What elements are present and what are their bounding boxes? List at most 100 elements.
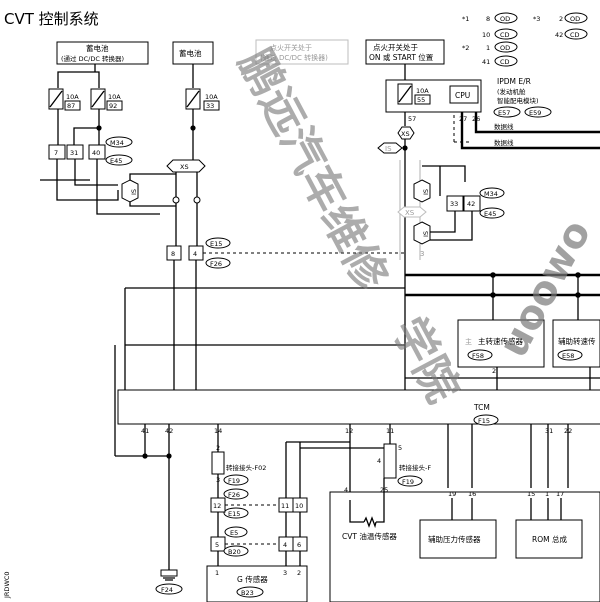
wire-11-10-feed — [285, 441, 390, 498]
conn-e5-label: E5 — [230, 529, 238, 537]
wire-41-42 — [144, 424, 170, 570]
conn-f15-label: F15 — [478, 417, 490, 425]
conn-e15-top-label: E15 — [210, 240, 222, 248]
primary-speed-sensor-label: 主转速传感器 — [478, 336, 523, 346]
watermark-text-1: 鹏远汽车维修 — [228, 41, 397, 299]
xs-tag-right-label: XS — [405, 209, 415, 217]
battery-dcdc-sub: (通过 DC/DC 转换器) — [61, 54, 124, 63]
pin-5-joint: 5 — [398, 444, 402, 452]
legend: *1 8 OD *3 2 OD 10 CD 42 CD *2 1 OD 41 C… — [462, 12, 588, 67]
fuse-55-amp: 10A — [416, 87, 429, 95]
ignition-label-2: ON 或 START 位置 — [369, 52, 434, 62]
conn-f26-low-label: F26 — [228, 491, 240, 499]
legend-num-6: 41 — [482, 58, 490, 66]
conn-f26-top — [205, 257, 231, 269]
conn-f15 — [473, 414, 499, 426]
wire-right-loop — [422, 165, 466, 196]
legend-ellipse-5 — [494, 41, 518, 53]
is-tag-left-label: IS — [130, 189, 138, 195]
pin-11-low: 11 — [281, 502, 289, 510]
pin-1-g: 1 — [215, 569, 219, 577]
pin-4-low: 4 — [283, 541, 287, 549]
legend-code-5: OD — [500, 44, 510, 52]
conn-e45-left-label: E45 — [110, 157, 122, 165]
aux-pressure-label: 辅助压力传感器 — [428, 534, 481, 544]
legend-num-1: 8 — [486, 15, 490, 23]
battery-label: 蓄电池 — [179, 48, 202, 58]
is-tag-right2 — [413, 221, 431, 245]
xs-tag-right — [397, 206, 427, 218]
junction-fuse33 — [190, 125, 196, 131]
fuse-87-no-box — [64, 100, 81, 111]
legend-star-5: *2 — [462, 44, 469, 52]
pin-57: 57 — [408, 115, 416, 123]
xs-tag-left — [166, 159, 206, 173]
wire-misc-left — [40, 179, 160, 215]
pin-4-joint: 4 — [377, 457, 381, 465]
conn-f19-right — [397, 475, 423, 487]
side-code: JRDWC0 — [3, 571, 11, 599]
pin-8: 8 — [171, 250, 175, 258]
conn-f19-left — [223, 474, 249, 486]
oil-temp-resistor — [363, 516, 377, 529]
tcm-box — [117, 389, 600, 425]
xs-tag-ipdm — [397, 126, 415, 140]
wire-bat-dcdc-split — [57, 64, 100, 88]
joint-f02-box — [211, 451, 225, 475]
joint-f-box — [383, 443, 397, 479]
ipdm-label-3: 智能配电模块) — [497, 96, 539, 105]
pin-12: 12 — [345, 427, 353, 435]
conn-b20-label: B20 — [228, 548, 241, 556]
legend-num-2: 2 — [559, 15, 563, 23]
pin-31: 31 — [70, 149, 78, 157]
joint-f02-label: 转接接头-F02 — [226, 463, 266, 472]
legend-code-6: CD — [500, 58, 510, 66]
ipdm-conn-e59 — [524, 106, 552, 118]
conn-f24 — [155, 583, 183, 595]
fuse-55-no: 55 — [417, 96, 425, 104]
legend-ellipse-1 — [494, 12, 518, 24]
wire-4-6-down — [285, 551, 301, 566]
fuse-87: 10A 87 — [48, 88, 81, 111]
ground-lines — [163, 577, 175, 581]
conn-e15-top — [205, 237, 231, 249]
legend-star-2: *3 — [533, 15, 540, 23]
conn-m34-right — [479, 187, 505, 199]
fuse-87-amp: 10A — [66, 93, 79, 101]
pin-7: 7 — [54, 149, 58, 157]
conn-e58-label: E58 — [562, 352, 574, 360]
pin-19: 19 — [448, 490, 456, 498]
pin-6-low: 6 — [297, 541, 301, 549]
fuse-33: 10A 33 — [185, 88, 220, 111]
pin-5-low: 5 — [215, 541, 219, 549]
wire-33-42-down — [430, 211, 473, 241]
data-line-label-1: 数据线 — [494, 122, 514, 131]
conn-f19-left-label: F19 — [228, 477, 240, 485]
fuse-92: 10A 92 — [90, 88, 123, 111]
rom-label: ROM 总成 — [532, 534, 567, 544]
wire-11-10-down — [285, 512, 301, 537]
fuse-33-amp: 10A — [205, 93, 218, 101]
is-tag-right1-label: IS — [422, 189, 430, 195]
ipdm-conn-e57 — [493, 106, 521, 118]
pin-40: 40 — [92, 149, 100, 157]
battery-dcdc-label: 蓄电池 — [86, 43, 109, 53]
pin-4: 4 — [193, 250, 197, 258]
wire-oil-temp — [349, 478, 385, 523]
ghost-source-l2: (通过 DC/DC 转换器) — [260, 53, 328, 62]
aux-speed-sensor-label: 辅助转速传 — [558, 336, 596, 346]
wire-12-11-down — [349, 424, 391, 500]
junction-open-197 — [193, 196, 201, 204]
conn-e15-low-label: E15 — [228, 510, 240, 518]
fuse-92-amp: 10A — [108, 93, 121, 101]
legend-num-4: 42 — [555, 31, 563, 39]
wire-is-top — [129, 173, 176, 180]
conn-e58 — [557, 349, 583, 361]
fuse-33-no: 33 — [206, 102, 214, 110]
conn-b23 — [236, 586, 264, 598]
pin-2-joint: 2 — [216, 444, 220, 452]
xs-tag-left-label: XS — [180, 163, 189, 171]
battery-dcdc-box — [56, 41, 149, 65]
is-tag-right2-label: IS — [422, 231, 430, 237]
